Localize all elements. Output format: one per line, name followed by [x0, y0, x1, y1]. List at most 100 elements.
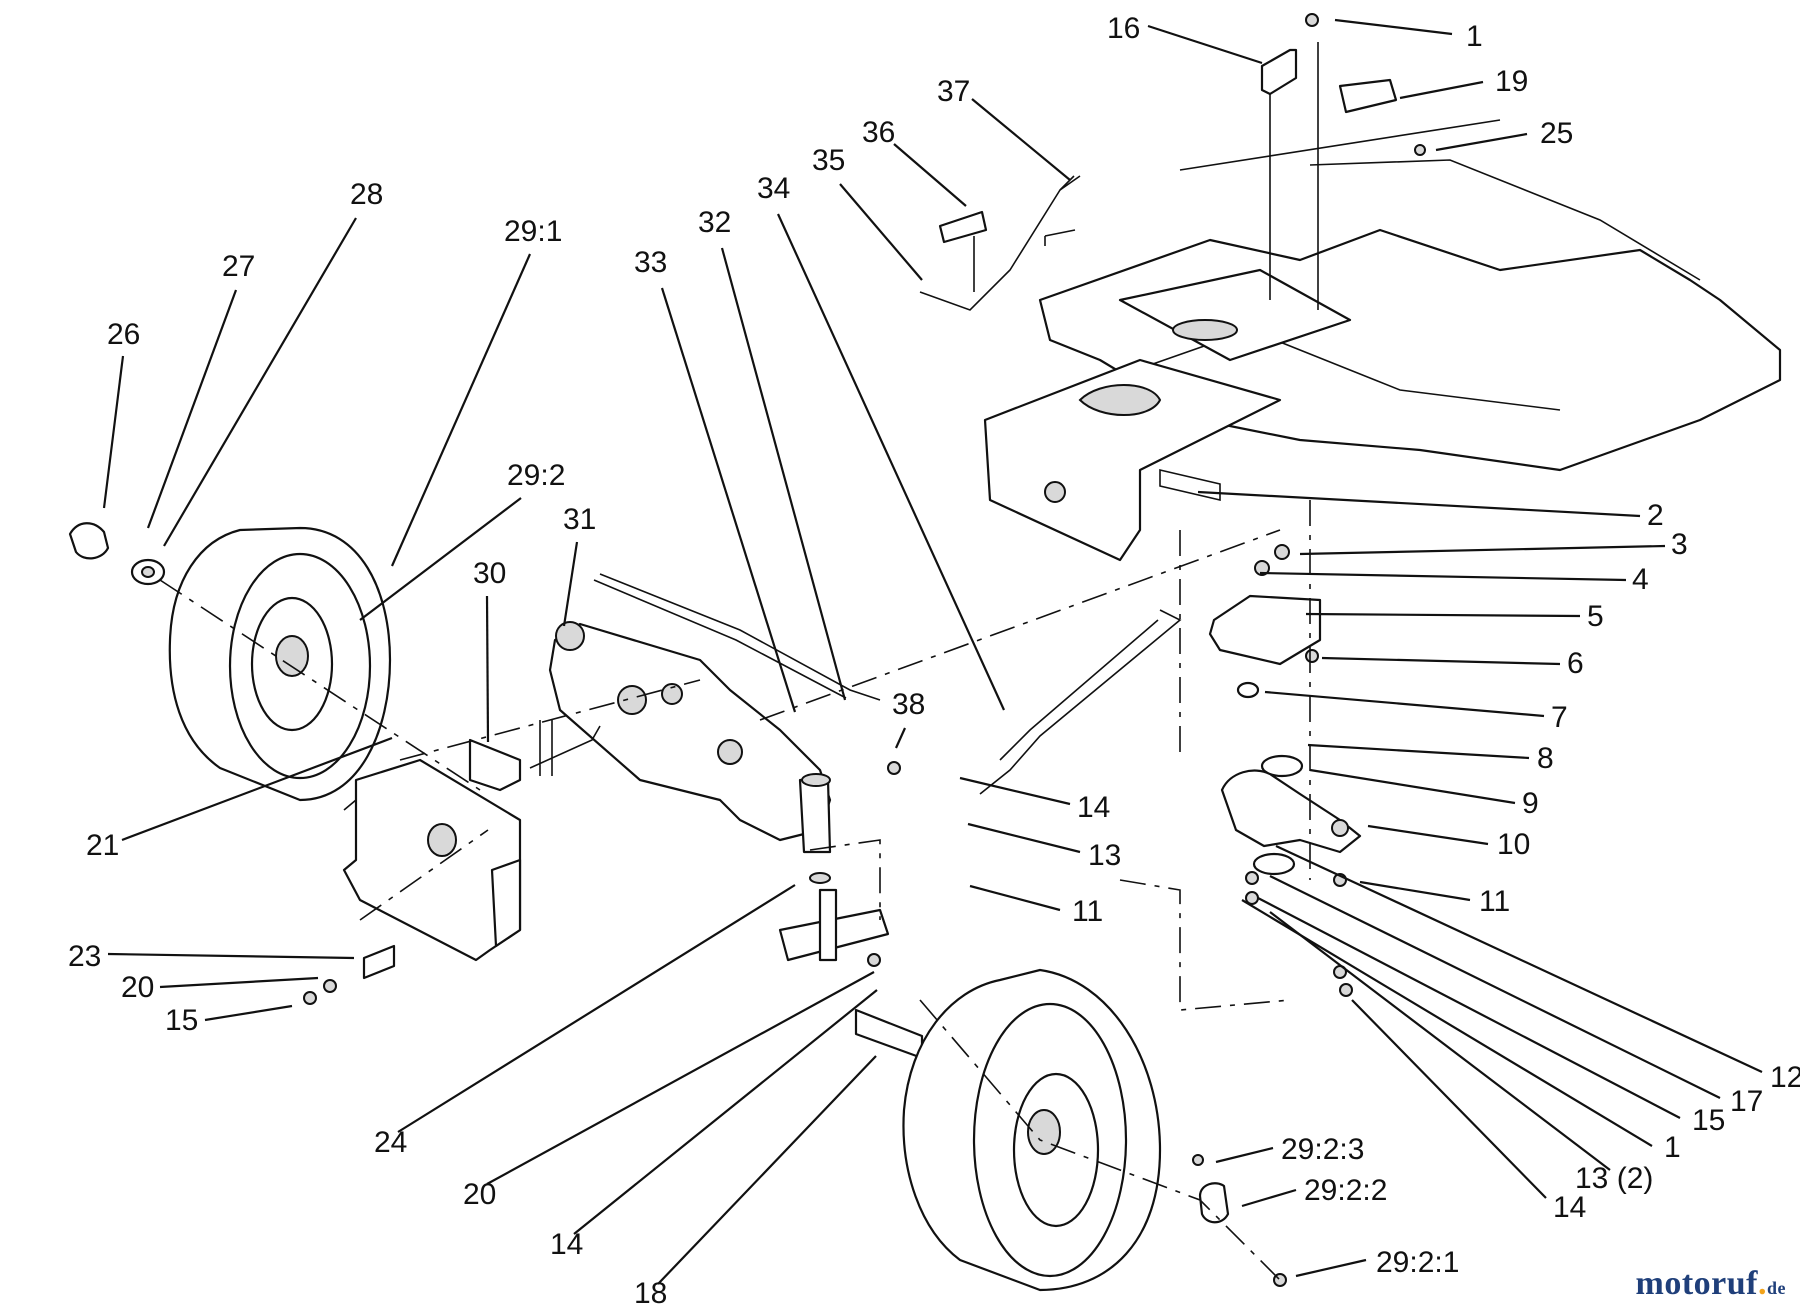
logo-tld-text: de — [1767, 1278, 1786, 1298]
callout-leader-line — [1321, 656, 1561, 666]
front-axle — [548, 621, 832, 854]
callout-label: 29:2:2 — [1304, 1174, 1387, 1207]
callout-label: 3 — [1671, 528, 1688, 561]
callout-leader-line — [969, 884, 1061, 912]
callout-label: 1 — [1664, 1131, 1681, 1164]
callout-leader-line — [107, 952, 355, 960]
spindle — [468, 720, 601, 792]
callout-leader-line — [1241, 899, 1653, 1147]
callout-leader-line — [1269, 911, 1611, 1171]
callout-leader-line — [893, 143, 967, 207]
axle-bracket-left — [303, 758, 522, 1005]
callout-leader-line — [1299, 544, 1666, 556]
callout-label: 11 — [1479, 885, 1510, 918]
callout-leader-line — [1257, 897, 1681, 1119]
callout-label: 34 — [757, 172, 790, 205]
callout-label: 14 — [1553, 1191, 1586, 1224]
callout-leader-line — [1359, 880, 1471, 902]
callout-label: 20 — [463, 1178, 496, 1211]
callout-leader-line — [1264, 690, 1545, 718]
lever-assembly — [919, 175, 1081, 311]
callout-leader-line — [359, 497, 522, 621]
callout-leader-line — [776, 213, 1006, 711]
callout-leader-line — [1259, 571, 1627, 582]
steering-sector — [1208, 544, 1362, 997]
callout-label: 25 — [1540, 117, 1573, 150]
callout-label: 24 — [374, 1126, 407, 1159]
callout-leader-line — [1399, 80, 1484, 100]
callout-label: 26 — [107, 318, 140, 351]
callout-leader-line — [163, 217, 357, 547]
callout-label: 20 — [121, 971, 154, 1004]
frame-assembly — [983, 119, 1782, 562]
callout-label: 10 — [1497, 828, 1530, 861]
callout-leader-line — [146, 289, 238, 529]
center-lines — [159, 500, 1311, 1281]
callout-layer: 11619253736353432332829:1272629:23130382… — [68, 12, 1800, 1310]
callout-label: 16 — [1107, 12, 1140, 45]
callout-label: 27 — [222, 250, 255, 283]
callout-leader-line — [657, 1055, 877, 1285]
callout-leader-line — [1305, 612, 1581, 618]
callout-leader-line — [159, 976, 319, 989]
wheel-left — [68, 522, 392, 802]
callout-label: 37 — [937, 75, 970, 108]
callout-leader-line — [1351, 999, 1547, 1199]
callout-label: 33 — [634, 246, 667, 279]
callout-leader-line — [1275, 845, 1763, 1073]
top-bracket — [1260, 13, 1426, 310]
callout-label: 2 — [1647, 499, 1664, 532]
callout-label: 29:1 — [504, 215, 562, 248]
callout-label: 18 — [634, 1277, 667, 1310]
callout-label: 14 — [1077, 791, 1110, 824]
callout-leader-line — [720, 247, 847, 701]
callout-leader-line — [1435, 132, 1528, 152]
steering-rod — [593, 573, 1182, 795]
callout-leader-line — [573, 989, 878, 1235]
callout-leader-line — [1197, 490, 1641, 518]
callout-leader-line — [839, 183, 923, 281]
callout-leader-line — [1269, 875, 1721, 1099]
callout-label: 21 — [86, 829, 119, 862]
callout-leader-line — [1241, 1188, 1297, 1208]
callout-label: 13 — [1088, 839, 1121, 872]
callout-label: 29:2:1 — [1376, 1246, 1459, 1279]
callout-label: 9 — [1522, 787, 1539, 820]
callout-leader-line — [959, 776, 1071, 806]
callout-leader-line — [562, 541, 579, 627]
callout-leader-line — [1334, 18, 1453, 36]
callout-label: 19 — [1495, 65, 1528, 98]
callout-label: 36 — [862, 116, 895, 149]
callout-label: 23 — [68, 940, 101, 973]
callout-leader-line — [894, 727, 907, 749]
callout-leader-line — [971, 98, 1071, 181]
callout-label: 29:2:3 — [1281, 1133, 1364, 1166]
callout-label: 38 — [892, 688, 925, 721]
callout-leader-line — [967, 822, 1081, 854]
site-logo: motoruf.de — [1636, 1265, 1786, 1303]
callout-leader-line — [485, 595, 490, 743]
callout-label: 5 — [1587, 600, 1604, 633]
wheel-right — [902, 968, 1287, 1292]
callout-leader-line — [1147, 24, 1263, 65]
logo-main-text: motoruf — [1635, 1265, 1758, 1302]
callout-leader-line — [1295, 1258, 1367, 1278]
callout-leader-line — [1215, 1146, 1274, 1164]
callout-leader-line — [121, 736, 393, 842]
callout-label: 7 — [1551, 701, 1568, 734]
callout-label: 12 — [1770, 1061, 1800, 1094]
king-pin — [778, 761, 924, 1060]
callout-label: 4 — [1632, 563, 1649, 596]
callout-label: 17 — [1730, 1085, 1763, 1118]
callout-leader-line — [102, 355, 125, 509]
callout-leader-line — [204, 1004, 293, 1022]
callout-leader-line — [390, 253, 532, 567]
callout-label: 14 — [550, 1228, 583, 1261]
logo-dot: . — [1758, 1265, 1767, 1302]
callout-label: 15 — [1692, 1104, 1725, 1137]
callout-leader-line — [1309, 768, 1516, 805]
callout-label: 28 — [350, 178, 383, 211]
callout-leader-line — [660, 287, 797, 713]
callout-label: 8 — [1537, 742, 1554, 775]
callout-label: 32 — [698, 206, 731, 239]
